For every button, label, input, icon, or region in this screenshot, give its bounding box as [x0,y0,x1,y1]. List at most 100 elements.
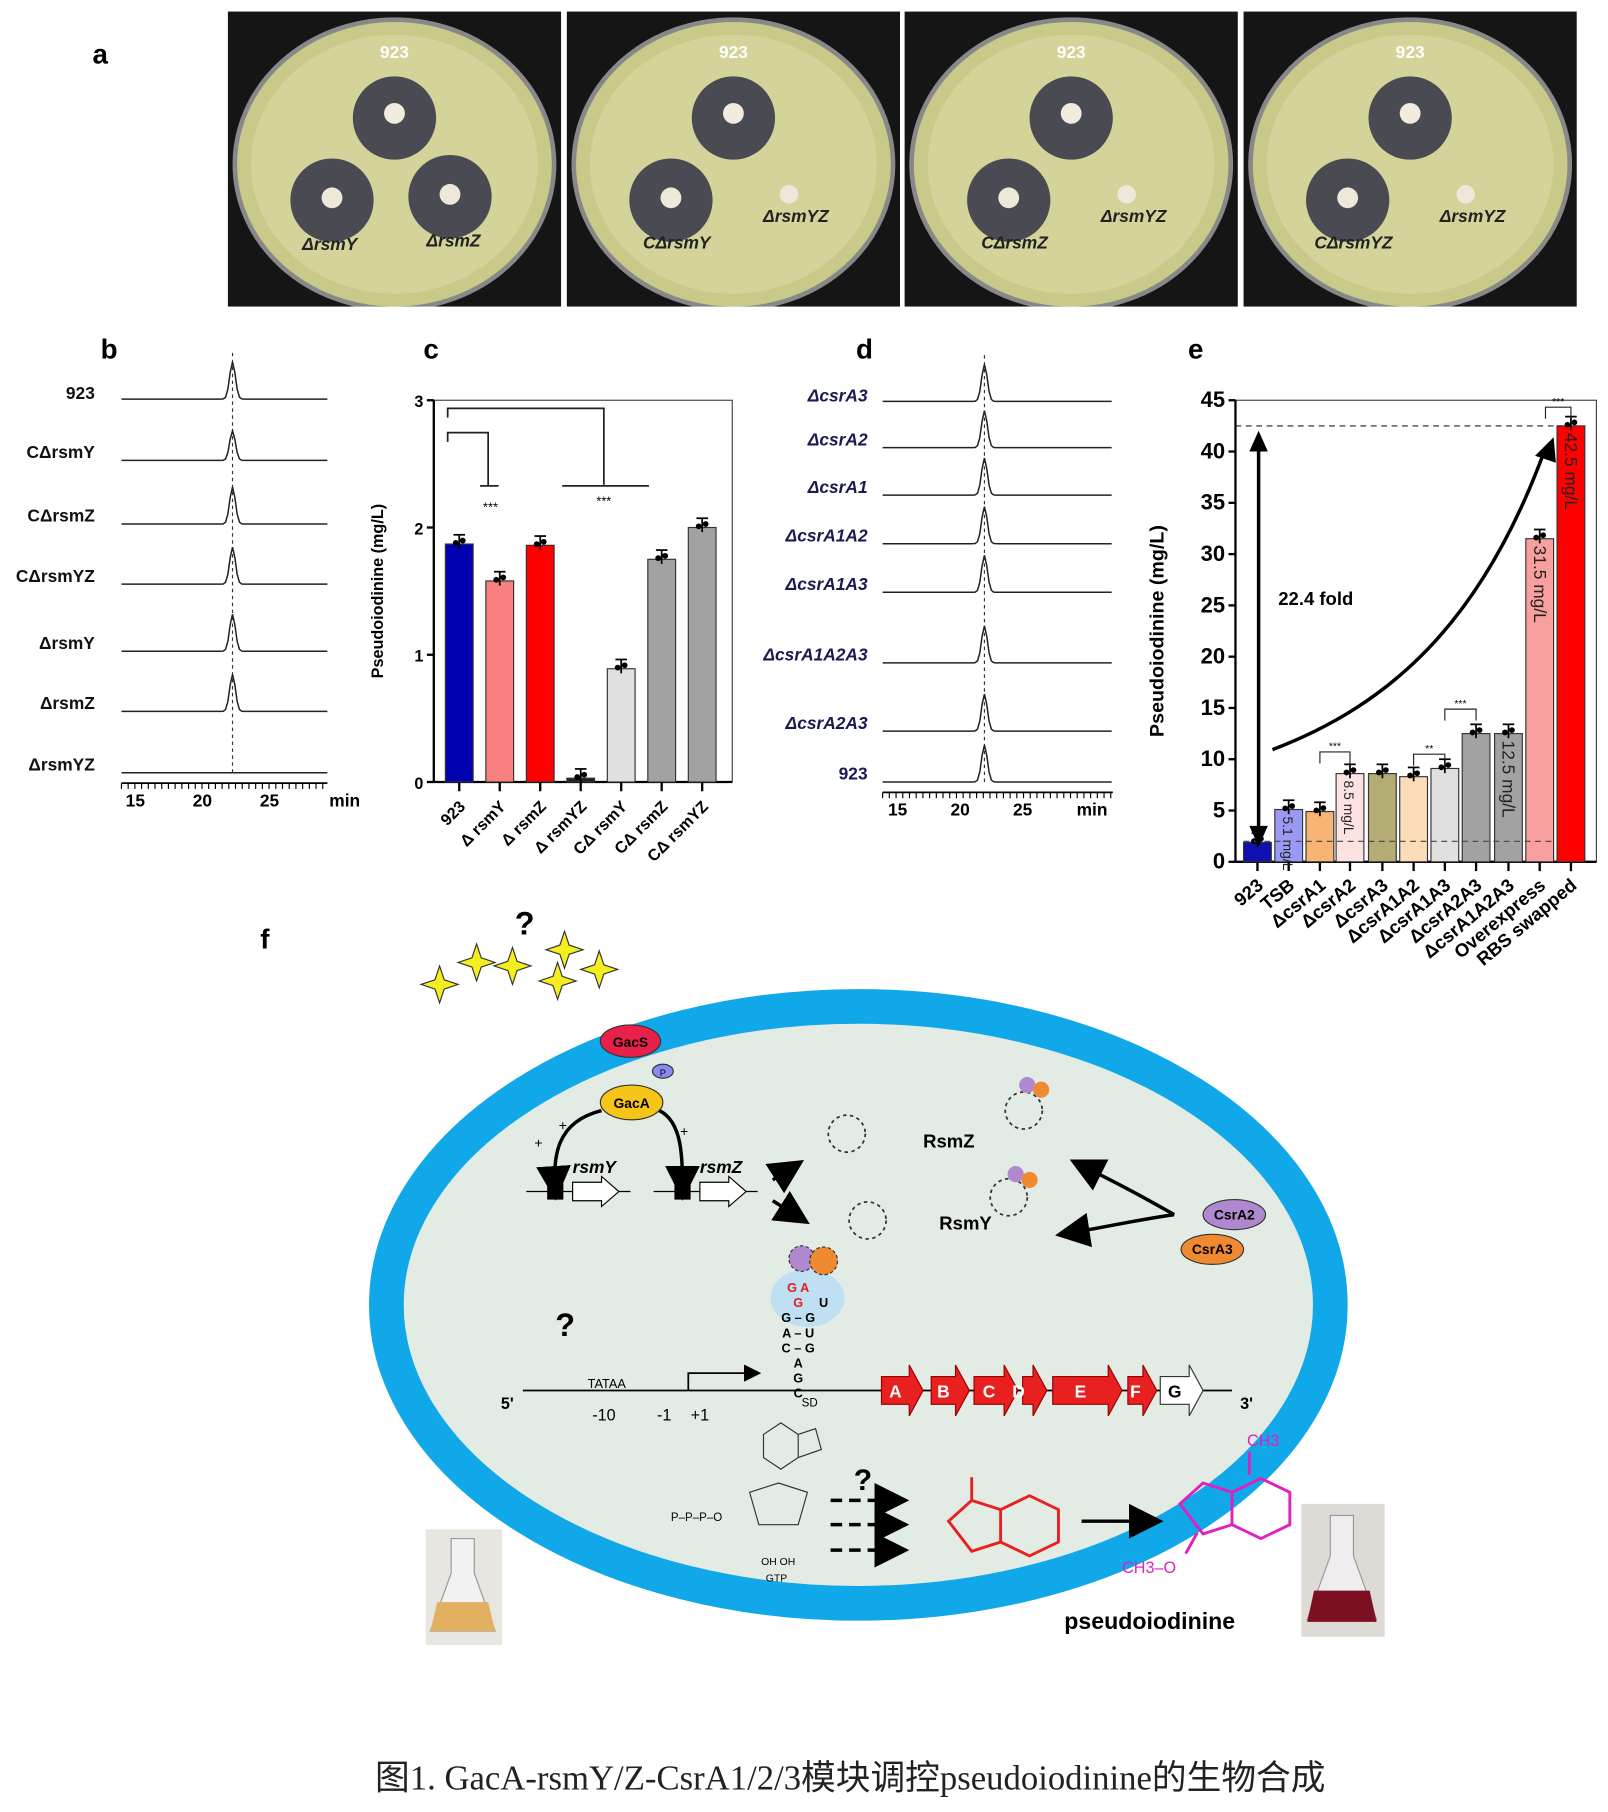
gene-label: B [937,1381,950,1401]
gaca-node [599,1084,664,1121]
y-axis-label: Pseudoiodinine (mg/L) [369,504,387,678]
plus-sign: + [680,1123,688,1139]
plus-sign: + [559,1117,567,1133]
data-point [1571,419,1578,426]
data-point [493,576,500,583]
data-point [1251,838,1257,845]
plus-1: +1 [691,1407,709,1425]
data-point [1382,767,1389,774]
gtp-oh: OH OH [761,1557,795,1568]
y-tick-label: 25 [1201,592,1225,617]
data-point [1320,805,1327,811]
colony [723,102,744,124]
pathway-diagram: ? GacS P GacA + + + rsmY rsmZ RsmZ RsmY … [369,906,1385,1645]
phosphate-label: P [660,1068,666,1078]
data-point [1313,807,1320,814]
row-label: ΔrsmY [39,633,95,653]
data-point [1469,729,1476,736]
rsmy-gene-label: rsmY [573,1157,618,1177]
flask-yellow-image [425,1529,503,1645]
chromatogram-trace [882,457,1112,496]
chromatogram-trace [121,614,328,653]
plate-label-right: ΔrsmYZ [1100,206,1168,226]
svg-text:A: A [794,1355,803,1370]
methyl-label: CH3 [1247,1432,1279,1450]
data-point [1564,421,1571,428]
data-point [1350,767,1357,774]
row-label: ΔcsrA3 [807,385,868,405]
data-point [1445,762,1452,768]
svg-text:G A: G A [787,1280,809,1295]
y-tick-label: 10 [1201,746,1225,771]
bar [1556,425,1586,863]
y-tick-label: 15 [1201,695,1225,720]
time-tick: 25 [1013,800,1033,820]
methoxy-label: CH3–O [1122,1559,1176,1577]
data-point [1414,770,1420,777]
gene-arrow [1127,1364,1158,1417]
bar [647,558,677,783]
y-tick-label: 2 [414,520,423,538]
y-axis-label: Pseudoiodinine (mg/L) [1147,525,1169,737]
colony [1117,185,1136,204]
y-tick-label: 5 [1213,797,1225,822]
time-unit: min [1077,800,1108,820]
bar [1274,808,1304,863]
three-prime: 3' [1240,1395,1253,1413]
plate-label-right: ΔrsmZ [425,230,481,250]
y-tick-label: 45 [1201,387,1225,412]
chromatogram-trace [121,674,328,713]
minus-1: -1 [657,1407,671,1425]
time-unit: min [329,790,360,810]
rsmz-gene-label: rsmZ [700,1157,744,1177]
chromatogram-trace [882,410,1112,449]
bar-value-label: 5.1 mg/L [1280,816,1296,870]
data-point [500,574,507,581]
five-prime: 5' [501,1395,514,1413]
bar [525,544,555,783]
significance-bracket [446,407,605,485]
bar-value-label: 8.5 mg/L [1341,781,1357,835]
time-tick: 15 [126,790,146,810]
y-tick-label: 40 [1201,438,1225,463]
gene-label: C [983,1381,996,1401]
csra3-label: CsrA3 [1192,1241,1233,1257]
csra2-label: CsrA2 [1214,1206,1255,1222]
d-chromatograms: ΔcsrA3ΔcsrA2ΔcsrA1ΔcsrA1A2ΔcsrA1A3ΔcsrA1… [762,355,1113,820]
panel-label-b: b [100,334,118,366]
gene-label: D [1012,1381,1025,1401]
bar [1367,773,1397,863]
csra3-node [1180,1233,1245,1265]
flask-red-image [1301,1503,1385,1637]
y-tick-label: 0 [414,775,423,793]
svg-text:A – U: A – U [782,1325,814,1340]
minus-10: -10 [592,1407,615,1425]
product-label: pseudoiodinine [1064,1608,1235,1634]
bar [1335,773,1365,863]
plate-label-left: ΔrsmY [301,234,358,254]
svg-text:G – G: G – G [781,1310,815,1325]
svg-text:G: G [793,1295,803,1310]
colony [1060,102,1082,124]
svg-text:U: U [819,1295,828,1310]
arrowhead [1535,437,1556,463]
row-label: CΔrsmYZ [16,566,95,586]
time-tick: 25 [260,790,280,810]
colony [321,187,343,209]
panel-label-a: a [92,39,108,71]
data-point [1343,769,1350,776]
row-label: CΔrsmZ [27,506,95,526]
row-label: ΔrsmZ [40,693,95,713]
colony [384,102,405,124]
colony [439,183,461,205]
gacs-node [599,1024,662,1058]
tataa-box: TATAA [588,1376,627,1391]
data-point [574,774,581,780]
y-tick-label: 20 [1201,644,1225,669]
pathway-question: ? [854,1464,872,1497]
